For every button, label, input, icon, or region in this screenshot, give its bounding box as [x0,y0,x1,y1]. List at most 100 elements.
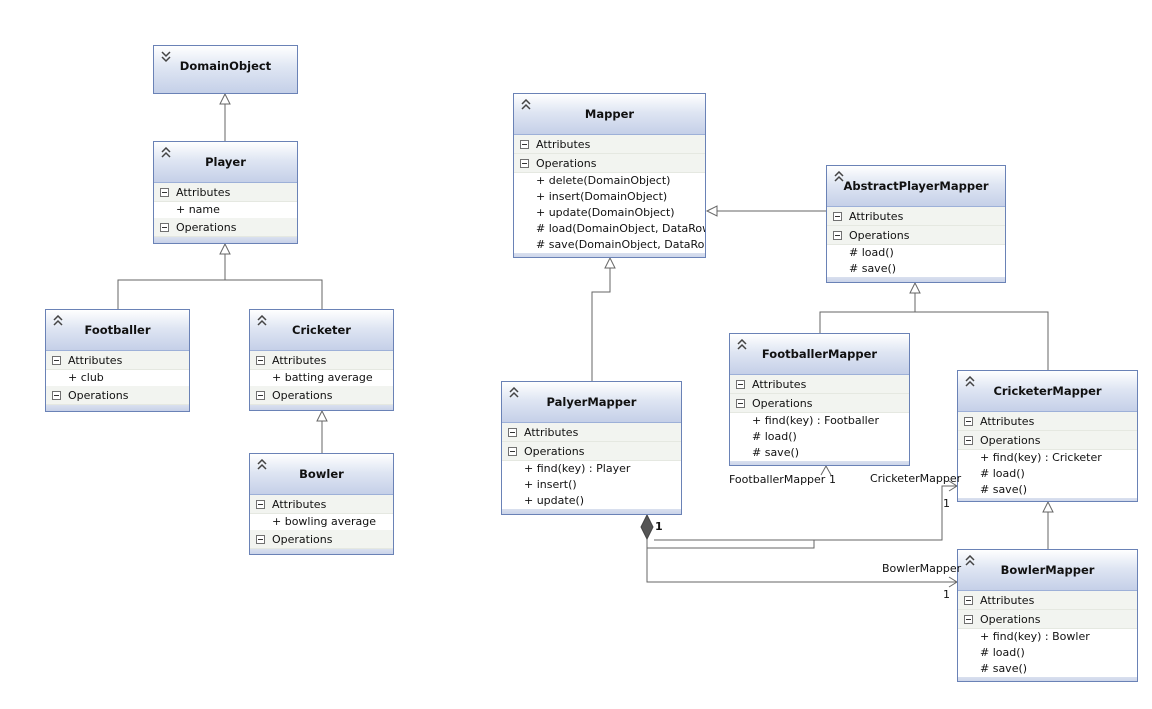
attributes-compartment[interactable]: Attributes [250,351,393,370]
attributes-compartment[interactable]: Attributes [46,351,189,370]
operation-item: # save() [958,482,1137,498]
operations-compartment[interactable]: Operations [154,218,297,237]
operations-compartment[interactable]: Operations [958,610,1137,629]
class-palyer-mapper[interactable]: PalyerMapper Attributes Operations + fin… [501,381,682,515]
class-cricketer-mapper[interactable]: CricketerMapper Attributes Operations + … [957,370,1138,502]
operations-compartment[interactable]: Operations [514,154,705,173]
collapse-chevron-icon[interactable] [160,147,174,161]
cricketer-mapper-multiplicity-label: 1 [943,497,950,510]
attribute-item: + bowling average [250,514,393,530]
operation-item: + update() [502,493,681,509]
collapse-chevron-icon[interactable] [256,459,270,473]
collapse-toggle-icon[interactable] [964,596,973,605]
collapse-toggle-icon[interactable] [256,391,265,400]
class-footballer-mapper[interactable]: FootballerMapper Attributes Operations +… [729,333,910,466]
expand-chevron-icon[interactable] [160,51,174,65]
collapse-toggle-icon[interactable] [964,417,973,426]
operation-item: + insert(DomainObject) [514,189,705,205]
collapse-toggle-icon[interactable] [964,436,973,445]
class-abstract-player-mapper[interactable]: AbstractPlayerMapper Attributes Operatio… [826,165,1006,283]
operation-item: + find(key) : Player [502,461,681,477]
operation-item: # save() [958,661,1137,677]
operation-item: # save() [730,445,909,461]
collapse-chevron-icon[interactable] [508,387,522,401]
operations-compartment[interactable]: Operations [958,431,1137,450]
collapse-toggle-icon[interactable] [160,188,169,197]
operation-item: # load(DomainObject, DataRow) [514,221,705,237]
collapse-chevron-icon[interactable] [833,171,847,185]
class-title: AbstractPlayerMapper [843,179,989,193]
class-title: BowlerMapper [1000,563,1095,577]
class-title: Mapper [584,107,635,121]
collapse-toggle-icon[interactable] [508,447,517,456]
collapse-chevron-icon[interactable] [256,315,270,329]
operations-compartment[interactable]: Operations [46,386,189,405]
operation-item: + find(key) : Bowler [958,629,1137,645]
operations-compartment[interactable]: Operations [250,530,393,549]
operations-compartment[interactable]: Operations [730,394,909,413]
attributes-compartment[interactable]: Attributes [730,375,909,394]
operation-item: + delete(DomainObject) [514,173,705,189]
attributes-compartment[interactable]: Attributes [502,423,681,442]
collapse-toggle-icon[interactable] [160,223,169,232]
class-mapper[interactable]: Mapper Attributes Operations + delete(Do… [513,93,706,258]
attributes-compartment[interactable]: Attributes [958,591,1137,610]
collapse-chevron-icon[interactable] [520,99,534,113]
attributes-compartment[interactable]: Attributes [514,135,705,154]
collapse-toggle-icon[interactable] [256,500,265,509]
attributes-compartment[interactable]: Attributes [827,207,1005,226]
attribute-item: + club [46,370,189,386]
operation-item: # load() [827,245,1005,261]
class-bowler-mapper[interactable]: BowlerMapper Attributes Operations + fin… [957,549,1138,682]
class-title: Cricketer [292,323,351,337]
collapse-toggle-icon[interactable] [736,380,745,389]
class-domain-object[interactable]: DomainObject [153,45,298,94]
collapse-toggle-icon[interactable] [256,535,265,544]
class-title: Bowler [299,467,344,481]
operation-item: + update(DomainObject) [514,205,705,221]
collapse-toggle-icon[interactable] [736,399,745,408]
operation-item: + find(key) : Footballer [730,413,909,429]
collapse-toggle-icon[interactable] [52,391,61,400]
class-title: FootballerMapper [761,347,878,361]
collapse-chevron-icon[interactable] [964,555,978,569]
operation-item: + insert() [502,477,681,493]
collapse-toggle-icon[interactable] [256,356,265,365]
class-cricketer[interactable]: Cricketer Attributes + batting average O… [249,309,394,411]
class-title: CricketerMapper [993,384,1102,398]
bowler-mapper-multiplicity-label: 1 [943,588,950,601]
attributes-compartment[interactable]: Attributes [154,183,297,202]
bowler-mapper-role-label: BowlerMapper [882,562,962,575]
operations-compartment[interactable]: Operations [502,442,681,461]
class-title: Footballer [84,323,151,337]
operation-item: # save() [827,261,1005,277]
collapse-chevron-icon[interactable] [736,339,750,353]
footballer-mapper-multiplicity-label: 1 [829,473,836,486]
footballer-mapper-role-label: FootballerMapper [729,473,826,486]
attributes-compartment[interactable]: Attributes [250,495,393,514]
class-player[interactable]: Player Attributes + name Operations [153,141,298,244]
attribute-item: + batting average [250,370,393,386]
class-title: DomainObject [179,59,272,73]
collapse-toggle-icon[interactable] [520,159,529,168]
collapse-chevron-icon[interactable] [964,376,978,390]
collapse-chevron-icon[interactable] [52,315,66,329]
operation-item: # load() [730,429,909,445]
collapse-toggle-icon[interactable] [52,356,61,365]
collapse-toggle-icon[interactable] [964,615,973,624]
attribute-item: + name [154,202,297,218]
operation-item: # load() [958,645,1137,661]
operations-compartment[interactable]: Operations [250,386,393,405]
attributes-compartment[interactable]: Attributes [958,412,1137,431]
class-footballer[interactable]: Footballer Attributes + club Operations [45,309,190,412]
collapse-toggle-icon[interactable] [508,428,517,437]
operations-compartment[interactable]: Operations [827,226,1005,245]
collapse-toggle-icon[interactable] [833,212,842,221]
collapse-toggle-icon[interactable] [833,231,842,240]
operation-item: # load() [958,466,1137,482]
operation-item: # save(DomainObject, DataRow) [514,237,705,253]
operation-item: + find(key) : Cricketer [958,450,1137,466]
class-bowler[interactable]: Bowler Attributes + bowling average Oper… [249,453,394,555]
collapse-toggle-icon[interactable] [520,140,529,149]
